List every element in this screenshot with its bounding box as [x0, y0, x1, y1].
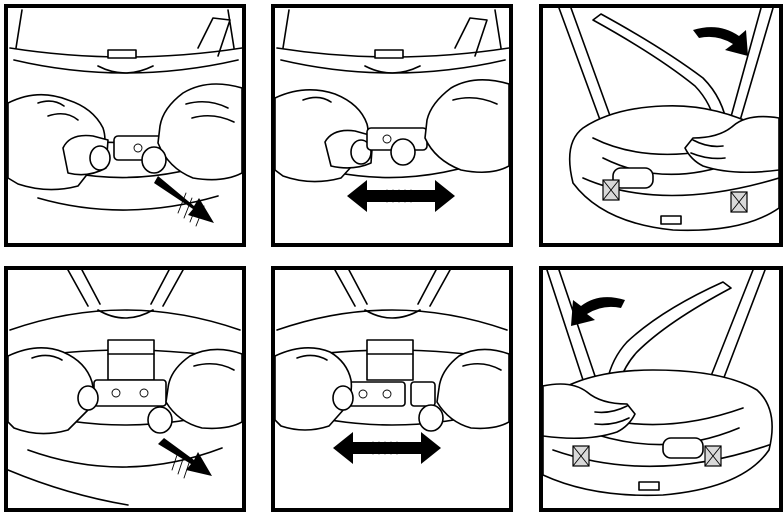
buckle-pull-illustration [275, 8, 509, 243]
step-panel-1 [4, 4, 246, 247]
step-panel-3 [539, 4, 783, 247]
buckle-press-illustration [8, 8, 242, 243]
step-panel-6 [539, 266, 783, 512]
plate-pull-illustration [275, 270, 509, 508]
plate-press-illustration [8, 270, 242, 508]
step-panel-4 [4, 266, 246, 512]
step-panel-5 [271, 266, 513, 512]
frame-lift-illustration [543, 8, 779, 243]
step-panel-2 [271, 4, 513, 247]
frame-lift-mirrored-illustration [543, 270, 779, 508]
